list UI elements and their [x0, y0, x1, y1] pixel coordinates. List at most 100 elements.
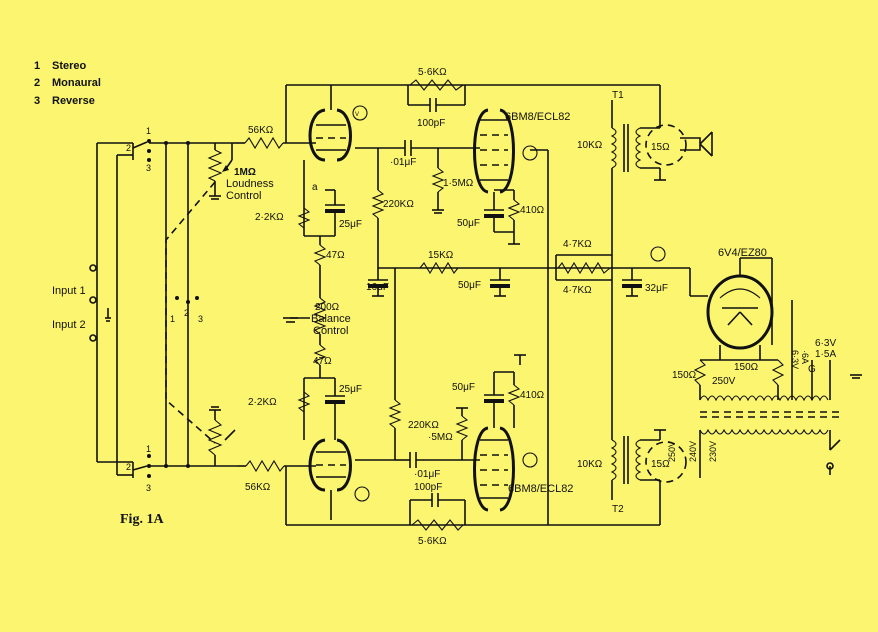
svg-text:1: 1: [34, 60, 40, 72]
svg-text:10KΩ: 10KΩ: [577, 459, 603, 470]
resistor-56k-top: [233, 136, 316, 150]
svg-text:a: a: [312, 182, 318, 193]
mode-legend: 1 Stereo 2 Monaural 3 Reverse: [34, 60, 101, 107]
svg-text:50μF: 50μF: [452, 382, 475, 393]
output-transformer-bottom: [610, 280, 687, 525]
svg-text:6·3V: 6·3V: [815, 338, 836, 349]
svg-text:15KΩ: 15KΩ: [428, 250, 454, 261]
output-cathode-bottom: [484, 354, 526, 428]
output-tube-bottom: [473, 426, 538, 512]
svg-text:Reverse: Reverse: [52, 95, 95, 107]
svg-text:220KΩ: 220KΩ: [383, 199, 414, 210]
output-cathode-top: [484, 189, 521, 245]
svg-text:47Ω: 47Ω: [313, 356, 332, 367]
svg-text:1: 1: [146, 444, 151, 454]
rectifier-tube: [689, 257, 774, 360]
svg-text:56KΩ: 56KΩ: [245, 482, 271, 493]
resistor-56k-bottom: [238, 459, 316, 473]
svg-text:1: 1: [146, 126, 151, 136]
supply-filter: [419, 149, 690, 525]
svg-text:1·5MΩ: 1·5MΩ: [443, 178, 474, 189]
input-1-label: Input 1: [52, 285, 86, 297]
selector-switch-top[interactable]: [132, 139, 233, 162]
svg-text:Loudness: Loudness: [226, 178, 274, 190]
cathode-network: [283, 160, 345, 440]
figure-label: Fig. 1A: [120, 512, 164, 527]
svg-text:10KΩ: 10KΩ: [577, 140, 603, 151]
svg-text:15Ω: 15Ω: [651, 459, 670, 470]
svg-text:T2: T2: [612, 504, 624, 515]
svg-text:·01μF: ·01μF: [414, 469, 440, 480]
svg-text:·01μF: ·01μF: [390, 157, 416, 168]
svg-text:32μF: 32μF: [645, 283, 668, 294]
svg-text:Control: Control: [313, 325, 348, 337]
gang-link-dashed: [165, 181, 216, 444]
loudness-control-bottom[interactable]: [207, 406, 236, 466]
loudness-control-top[interactable]: [207, 143, 233, 200]
svg-text:5·6KΩ: 5·6KΩ: [418, 67, 447, 78]
svg-text:25μF: 25μF: [339, 219, 362, 230]
svg-text:1·5A: 1·5A: [815, 349, 836, 360]
svg-text:3: 3: [146, 483, 151, 493]
svg-text:25μF: 25μF: [339, 384, 362, 395]
input-2-label: Input 2: [52, 319, 86, 331]
svg-text:Balance: Balance: [311, 313, 351, 325]
svg-text:5·6KΩ: 5·6KΩ: [418, 536, 447, 547]
svg-text:4·7KΩ: 4·7KΩ: [563, 285, 592, 296]
svg-text:2: 2: [126, 143, 131, 153]
svg-text:V: V: [355, 112, 359, 118]
svg-text:250V: 250V: [712, 376, 736, 387]
coupling-bottom: [395, 407, 480, 468]
svg-text:47Ω: 47Ω: [326, 250, 345, 261]
output-tube-top-label: 6BM8/ECL82: [505, 111, 570, 123]
feedback-network-bottom: [409, 493, 466, 531]
input-wiring: [89, 142, 134, 478]
svg-text:200Ω: 200Ω: [315, 302, 340, 313]
svg-text:56KΩ: 56KΩ: [248, 125, 274, 136]
svg-text:150Ω: 150Ω: [672, 370, 697, 381]
svg-text:Stereo: Stereo: [52, 60, 87, 72]
svg-text:Control: Control: [226, 190, 261, 202]
loudness-value: 1MΩ: [234, 167, 256, 178]
input-tube-top: V: [308, 90, 368, 162]
svg-text:240V: 240V: [688, 441, 698, 462]
svg-text:100pF: 100pF: [417, 118, 445, 129]
svg-text:15Ω: 15Ω: [651, 142, 670, 153]
svg-text:2: 2: [184, 308, 189, 318]
selector-switch-bottom[interactable]: [132, 454, 238, 478]
svg-text:3: 3: [146, 163, 151, 173]
svg-text:2: 2: [34, 77, 40, 89]
svg-text:·6A: ·6A: [800, 350, 810, 364]
svg-text:4·7KΩ: 4·7KΩ: [563, 239, 592, 250]
svg-text:T1: T1: [612, 90, 624, 101]
svg-text:3: 3: [198, 314, 203, 324]
output-tube-top: [473, 108, 538, 194]
svg-text:Monaural: Monaural: [52, 77, 101, 89]
rectifier-label: 6V4/EZ80: [718, 247, 767, 259]
svg-text:150Ω: 150Ω: [734, 362, 759, 373]
svg-text:2·2KΩ: 2·2KΩ: [248, 397, 277, 408]
svg-text:G: G: [808, 364, 816, 375]
svg-text:410Ω: 410Ω: [520, 390, 545, 401]
svg-text:2·2KΩ: 2·2KΩ: [255, 212, 284, 223]
svg-text:100pF: 100pF: [414, 482, 442, 493]
svg-text:2: 2: [126, 462, 131, 472]
output-transformer-top: [610, 85, 713, 255]
selector-switch-middle[interactable]: [165, 143, 199, 466]
svg-text:·5MΩ: ·5MΩ: [428, 432, 453, 443]
feedback-network-top: [407, 79, 466, 112]
power-transformer: [693, 300, 862, 478]
svg-text:230V: 230V: [708, 441, 718, 462]
svg-text:50μF: 50μF: [457, 218, 480, 229]
svg-text:220KΩ: 220KΩ: [408, 420, 439, 431]
output-tube-bottom-label: 6BM8/ECL82: [508, 483, 573, 495]
svg-text:250V: 250V: [667, 441, 677, 462]
svg-text:6·3V: 6·3V: [790, 350, 800, 369]
coupling-top: [378, 140, 480, 214]
svg-text:50μF: 50μF: [458, 280, 481, 291]
input-tube-bottom: [308, 438, 370, 512]
plate-load-network: [285, 84, 660, 526]
svg-text:3: 3: [34, 95, 40, 107]
svg-text:16μF: 16μF: [366, 282, 389, 293]
